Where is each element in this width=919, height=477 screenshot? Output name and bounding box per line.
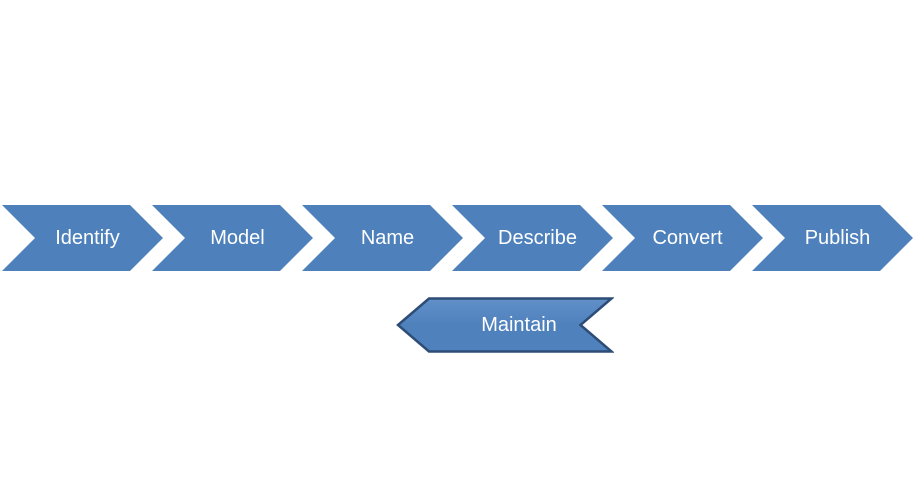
step-label: Name [360, 227, 415, 249]
chevron-step-publish: Publish [752, 205, 913, 271]
chevron-step-identify: Identify [2, 205, 163, 271]
step-label: Identify [55, 227, 120, 249]
step-label: Describe [498, 227, 577, 249]
maintain-return-arrow: Maintain [396, 296, 614, 354]
chevron-step-describe: Describe [452, 205, 613, 271]
step-label: Convert [652, 227, 723, 249]
left-arrow-shape [396, 297, 614, 353]
chevron-step-convert: Convert [602, 205, 763, 271]
step-label: Model [210, 227, 265, 249]
chevron-step-model: Model [152, 205, 313, 271]
step-label: Publish [804, 227, 871, 249]
chevron-step-name: Name [302, 205, 463, 271]
